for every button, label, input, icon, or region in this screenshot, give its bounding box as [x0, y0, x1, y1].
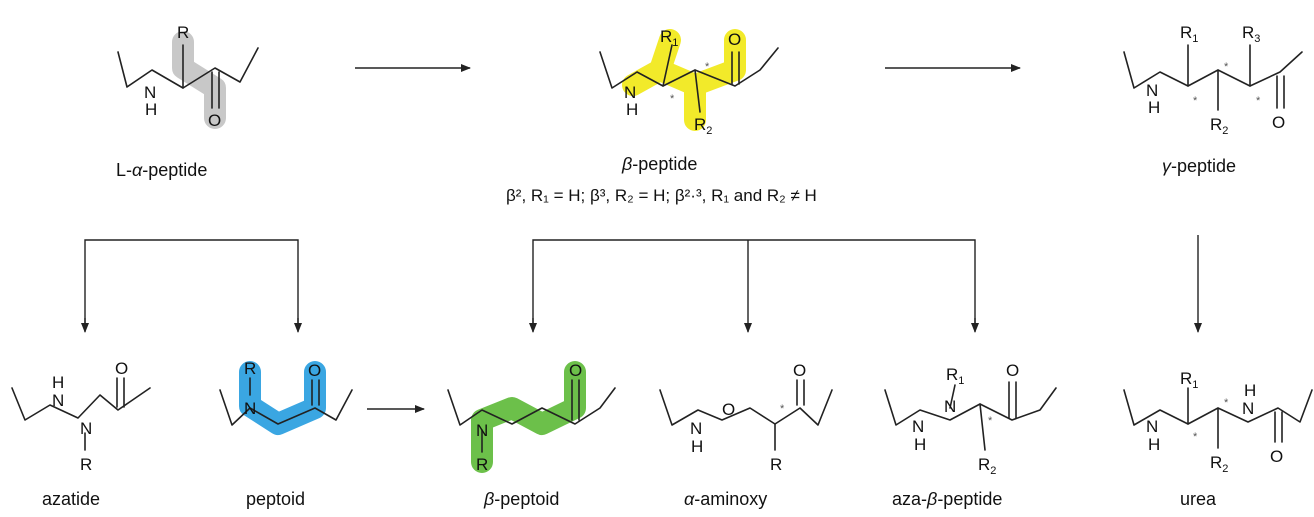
atom-r: R — [80, 455, 92, 474]
atom-h: H — [52, 373, 64, 392]
atom-h: H — [691, 437, 703, 456]
atom-o: O — [208, 111, 221, 130]
atom-n: N — [1242, 399, 1254, 418]
stereo-mark: * — [705, 61, 710, 73]
caption-urea: urea — [1180, 489, 1217, 509]
caption-alpha-peptide: L-α-peptide — [116, 160, 207, 180]
atom-o: O — [1270, 447, 1283, 466]
atom-r1: R1 — [946, 365, 964, 387]
structure-alpha-peptide: R N H O — [117, 23, 259, 130]
atom-r2: R2 — [694, 115, 712, 137]
atom-r: R — [244, 359, 256, 378]
stereo-mark: * — [670, 93, 675, 105]
atom-o: O — [1006, 361, 1019, 380]
structure-gamma-peptide: R1 R3 N H R2 O * * * — [1123, 23, 1303, 137]
beta-highlight — [622, 29, 746, 131]
atom-n: N — [80, 419, 92, 438]
atom-n: N — [476, 421, 488, 440]
atom-n: N — [52, 391, 64, 410]
atom-n: N — [690, 419, 702, 438]
caption-beta-note: β², R₁ = H; β³, R₂ = H; β²·³, R₁ and R₂ … — [506, 186, 817, 205]
atom-o: O — [308, 361, 321, 380]
structure-aza-beta-peptide: R1 O N H N R2 * — [884, 361, 1057, 477]
atom-o: O — [569, 361, 582, 380]
stereo-mark: * — [1256, 95, 1261, 107]
atom-o: O — [793, 361, 806, 380]
structure-beta-peptide: R1 O N H R2 * * — [599, 27, 779, 137]
caption-azatide: azatide — [42, 489, 100, 509]
stereo-mark: * — [1193, 431, 1198, 443]
atom-h: H — [626, 100, 638, 119]
structure-peptoid: R N O — [219, 359, 353, 435]
beta-r1-bond — [662, 44, 673, 87]
atom-o: O — [115, 359, 128, 378]
atom-n: N — [1146, 417, 1158, 436]
caption-beta-peptoid: β-peptoid — [483, 489, 559, 509]
aza-beta-backbone — [884, 387, 1057, 426]
atom-n: N — [912, 417, 924, 436]
structure-urea: R1 N H H N R2 O * * — [1123, 369, 1313, 475]
atom-r: R — [476, 455, 488, 474]
atom-r2: R2 — [1210, 115, 1228, 137]
atom-r: R — [177, 23, 189, 42]
stereo-mark: * — [1193, 95, 1198, 107]
structure-azatide: H N N R O — [11, 359, 151, 474]
arrow-alpha-to-azatide-peptoid — [84, 239, 299, 330]
atom-o: O — [728, 30, 741, 49]
atom-n: N — [624, 83, 636, 102]
atom-n: N — [144, 83, 156, 102]
caption-peptoid: peptoid — [246, 489, 305, 509]
alpha-highlight — [172, 31, 226, 129]
caption-aza-beta-peptide: aza-β-peptide — [892, 489, 1002, 509]
atom-r1: R1 — [660, 27, 678, 49]
aza-beta-n-r1-bond — [949, 384, 956, 409]
caption-gamma-peptide: γ-peptide — [1162, 156, 1236, 176]
stereo-mark: * — [1224, 61, 1229, 73]
aminoxy-backbone — [659, 389, 833, 426]
aza-beta-r2-bond — [979, 403, 986, 451]
stereo-mark: * — [780, 403, 785, 415]
atom-o: O — [722, 400, 735, 419]
atom-r1: R1 — [1180, 23, 1198, 45]
atom-o: O — [1272, 113, 1285, 132]
peptoid-highlight — [239, 361, 326, 435]
beta-backbone — [599, 47, 779, 89]
gamma-backbone — [1123, 51, 1303, 89]
beta-r2-bond — [694, 69, 701, 113]
atom-h: H — [1148, 98, 1160, 117]
caption-alpha-aminoxy: α-aminoxy — [684, 489, 767, 509]
atom-h: H — [145, 100, 157, 119]
beta-peptoid-backbone — [447, 387, 616, 426]
atom-h: H — [914, 435, 926, 454]
atom-h: H — [1244, 381, 1256, 400]
caption-beta-peptide: β-peptide — [621, 154, 697, 174]
stereo-mark: * — [988, 415, 993, 427]
atom-r2: R2 — [978, 455, 996, 477]
atom-r3: R3 — [1242, 23, 1260, 45]
stereo-mark: * — [1224, 397, 1229, 409]
atom-r2: R2 — [1210, 453, 1228, 475]
atom-n: N — [1146, 81, 1158, 100]
arrow-beta-branch — [532, 239, 976, 330]
atom-n: N — [944, 397, 956, 416]
atom-n: N — [244, 399, 256, 418]
atom-r1: R1 — [1180, 369, 1198, 391]
structure-beta-peptoid: N R O — [447, 361, 616, 474]
atom-h: H — [1148, 435, 1160, 454]
azatide-backbone — [11, 387, 151, 421]
peptoid-backbone — [219, 389, 353, 426]
arrows — [81, 64, 1202, 413]
structure-alpha-aminoxy: N H O O R * — [659, 361, 833, 474]
atom-r: R — [770, 455, 782, 474]
